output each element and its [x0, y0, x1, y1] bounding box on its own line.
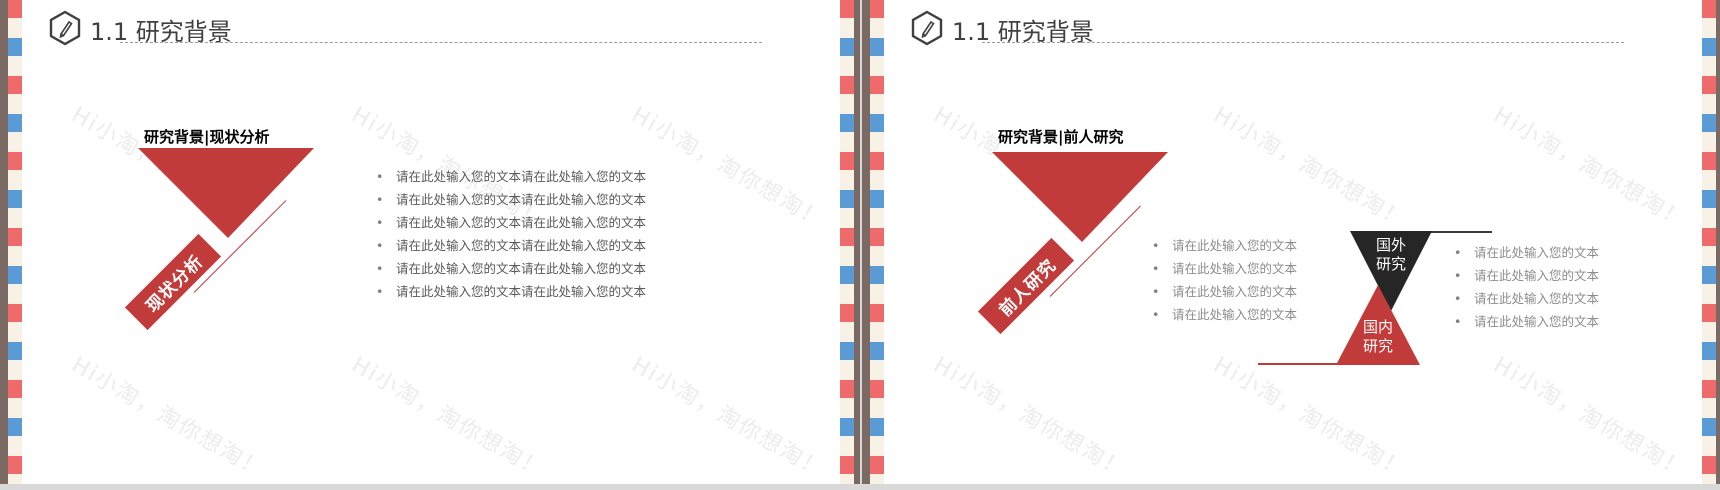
page-title: 1.1 研究背景	[952, 18, 1094, 46]
list-item: 请在此处输入您的文本	[1152, 234, 1297, 257]
airmail-stripes-right	[840, 0, 854, 484]
list-item: 请在此处输入您的文本	[1454, 241, 1599, 264]
watermark: Hi小淘，淘你想淘！	[627, 352, 830, 484]
bottom-triangle-line1: 国内	[1362, 318, 1393, 336]
bullet-list-left: 请在此处输入您的文本 请在此处输入您的文本 请在此处输入您的文本 请在此处输入您…	[1152, 234, 1297, 326]
list-item: 请在此处输入您的文本请在此处输入您的文本	[376, 257, 646, 280]
watermark: Hi小淘，淘你想淘！	[1209, 352, 1412, 484]
airmail-stripes-left	[870, 0, 884, 484]
pencil-hexagon-icon	[49, 10, 81, 46]
list-item: 请在此处输入您的文本	[1454, 264, 1599, 287]
watermark: Hi小淘，淘你想淘！	[627, 102, 830, 234]
list-item: 请在此处输入您的文本	[1454, 287, 1599, 310]
pencil-hexagon-icon	[911, 10, 943, 46]
airmail-stripes-right	[1702, 0, 1716, 484]
rotated-banner: 现状分析	[124, 233, 222, 331]
title-underline	[982, 42, 1624, 43]
section-heading: 研究背景|前人研究	[998, 128, 1124, 146]
section-heading: 研究背景|现状分析	[144, 128, 270, 146]
list-item: 请在此处输入您的文本请在此处输入您的文本	[376, 280, 646, 303]
list-item: 请在此处输入您的文本请在此处输入您的文本	[376, 165, 646, 188]
red-triangle-bottom	[1336, 285, 1420, 365]
title-underline	[120, 42, 762, 43]
bullet-list: 请在此处输入您的文本请在此处输入您的文本 请在此处输入您的文本请在此处输入您的文…	[376, 165, 646, 303]
red-triangle	[138, 148, 314, 238]
watermark: Hi小淘，淘你想淘！	[67, 352, 270, 484]
watermark: Hi小淘，淘你想淘！	[1489, 352, 1692, 484]
bottom-triangle-line2: 研究	[1362, 337, 1393, 355]
list-item: 请在此处输入您的文本	[1152, 303, 1297, 326]
list-item: 请在此处输入您的文本请在此处输入您的文本	[376, 188, 646, 211]
bottom-connector-line	[1258, 363, 1378, 365]
top-triangle-line2: 研究	[1375, 255, 1406, 273]
frame-right	[854, 0, 860, 484]
list-item: 请在此处输入您的文本	[1152, 257, 1297, 280]
list-item: 请在此处输入您的文本请在此处输入您的文本	[376, 234, 646, 257]
watermark: Hi小淘，淘你想淘！	[929, 352, 1132, 484]
list-item: 请在此处输入您的文本请在此处输入您的文本	[376, 211, 646, 234]
bullet-list-right: 请在此处输入您的文本 请在此处输入您的文本 请在此处输入您的文本 请在此处输入您…	[1454, 241, 1599, 333]
domestic-label-bottom: 国内 研究	[1349, 318, 1407, 356]
watermark: Hi小淘，淘你想淘！	[347, 352, 550, 484]
airmail-stripes-left	[8, 0, 22, 484]
list-item: 请在此处输入您的文本	[1454, 310, 1599, 333]
domestic-foreign-label-top: 国外 研究	[1362, 236, 1420, 274]
top-triangle-line1: 国外	[1375, 236, 1406, 254]
red-triangle	[992, 152, 1168, 242]
dark-triangle	[1350, 231, 1432, 311]
watermark: Hi小淘，淘你想淘！	[1209, 102, 1412, 234]
list-item: 请在此处输入您的文本	[1152, 280, 1297, 303]
page-title: 1.1 研究背景	[90, 18, 232, 46]
slide-1: Hi小淘，淘你想淘！ Hi小淘，淘你想淘！ Hi小淘，淘你想淘！ Hi小淘，淘你…	[0, 0, 860, 484]
slide-2: Hi小淘，淘你想淘！ Hi小淘，淘你想淘！ Hi小淘，淘你想淘！ Hi小淘，淘你…	[862, 0, 1720, 484]
frame-right	[1716, 0, 1720, 484]
watermark: Hi小淘，淘你想淘！	[1489, 102, 1692, 234]
